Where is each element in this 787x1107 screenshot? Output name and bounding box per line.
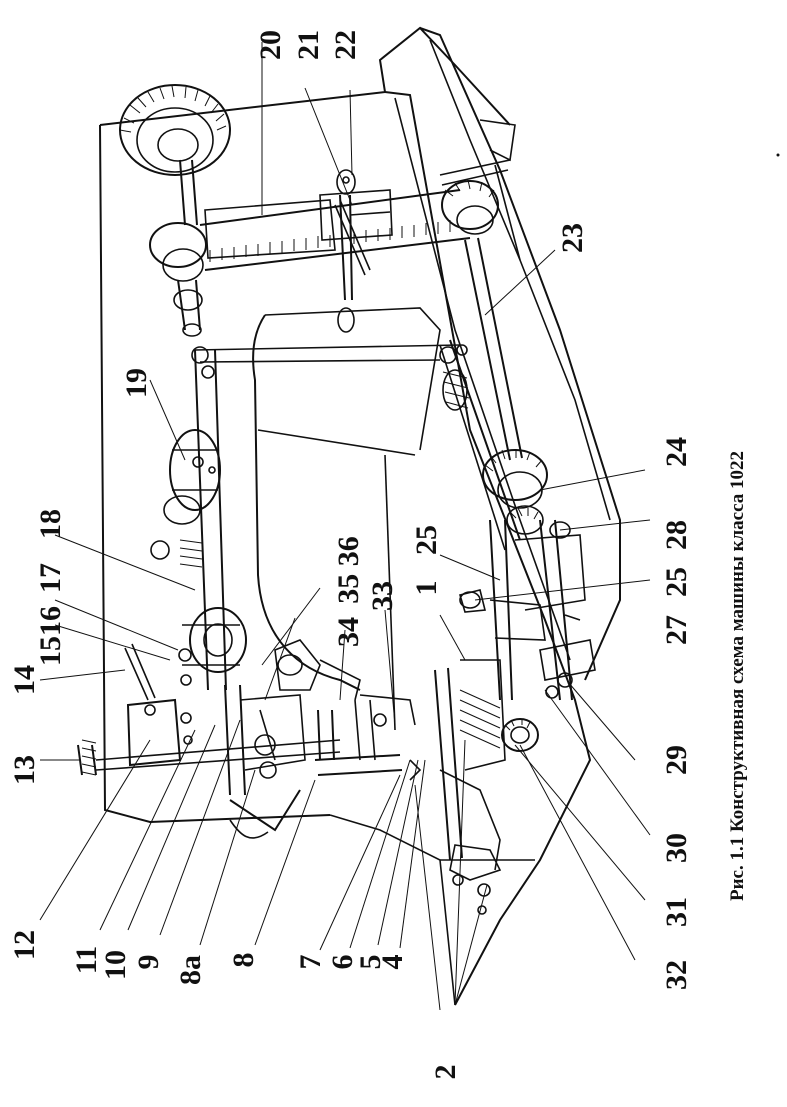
callout-labels: 20 21 22 23 19 18 17 1516 14 13 12 11 10… bbox=[8, 30, 693, 1080]
callout-23: 23 bbox=[556, 223, 589, 253]
callout-21: 21 bbox=[292, 30, 325, 60]
callout-9: 9 bbox=[132, 955, 165, 970]
callout-11: 11 bbox=[70, 946, 103, 974]
callout-10: 10 bbox=[99, 950, 132, 980]
stray-dot bbox=[776, 153, 780, 157]
callout-7: 7 bbox=[294, 955, 327, 970]
callout-8a: 8а bbox=[174, 955, 207, 985]
lower-shaft bbox=[439, 237, 523, 551]
upper-arm-shaft bbox=[150, 344, 461, 691]
callout-15-16: 1516 bbox=[34, 606, 67, 666]
callout-19: 19 bbox=[120, 368, 153, 398]
callout-5: 5 bbox=[354, 955, 387, 970]
callout-25-upper: 25 bbox=[410, 525, 443, 555]
callout-8: 8 bbox=[227, 953, 260, 968]
needle-bar-area bbox=[77, 639, 416, 839]
callout-25-lower: 25 bbox=[660, 567, 693, 597]
callout-17: 17 bbox=[34, 563, 67, 593]
callout-6: 6 bbox=[326, 955, 359, 970]
handwheel-assembly bbox=[119, 84, 231, 337]
callout-22: 22 bbox=[329, 30, 362, 60]
callout-14: 14 bbox=[8, 665, 41, 695]
callout-29: 29 bbox=[660, 745, 693, 775]
callout-2: 2 bbox=[429, 1065, 462, 1080]
callout-31: 31 bbox=[660, 897, 693, 927]
callout-27: 27 bbox=[660, 615, 693, 645]
callout-30: 30 bbox=[660, 833, 693, 863]
callout-12: 12 bbox=[8, 930, 41, 960]
callout-33: 33 bbox=[366, 581, 399, 611]
callout-35-36: 35 36 bbox=[332, 536, 365, 604]
belt-drive bbox=[199, 159, 511, 333]
callout-18: 18 bbox=[34, 509, 67, 539]
callout-20: 20 bbox=[254, 30, 287, 60]
callout-1: 1 bbox=[410, 581, 443, 596]
callout-4: 4 bbox=[376, 955, 409, 970]
callout-13: 13 bbox=[8, 755, 41, 785]
leader-lines bbox=[39, 42, 651, 1011]
feed-shuttle-assembly bbox=[409, 449, 596, 915]
callout-32: 32 bbox=[660, 960, 693, 990]
callout-24: 24 bbox=[660, 437, 693, 467]
callout-28: 28 bbox=[660, 520, 693, 550]
figure-caption: Рис. 1.1 Конструктивная схема машины кла… bbox=[727, 451, 748, 901]
machine-body-outline bbox=[99, 26, 621, 1006]
callout-34: 34 bbox=[332, 617, 365, 647]
